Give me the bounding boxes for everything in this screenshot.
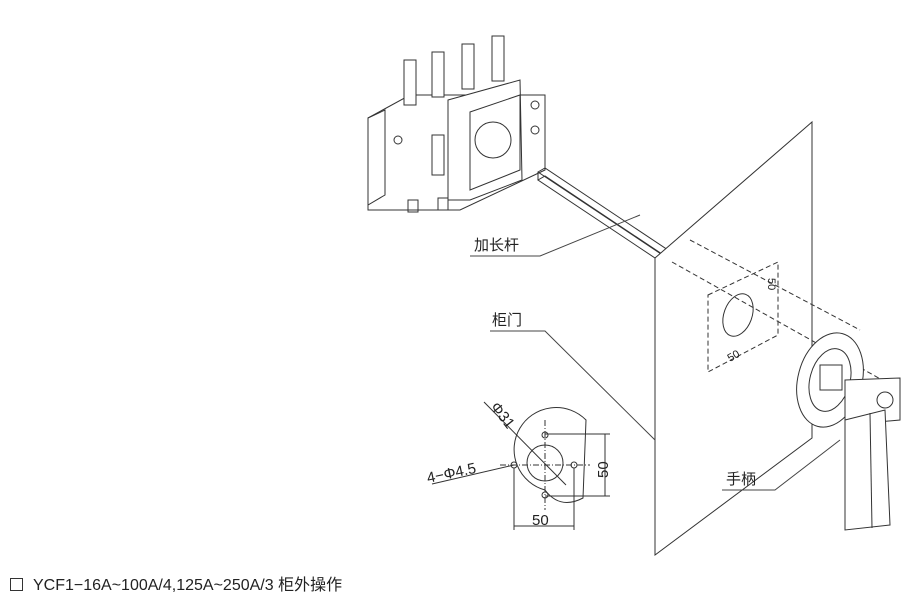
- cabinet-door-label: 柜门: [492, 311, 523, 329]
- panel-width-dimension: 50: [726, 348, 743, 365]
- handle-label: 手柄: [726, 470, 757, 488]
- caption-text: YCF1−16A~100A/4,125A~250A/3 柜外操作: [33, 577, 343, 594]
- caption-marker: [10, 578, 23, 591]
- mounting-hole-drawing: [431, 401, 610, 530]
- figure-caption: YCF1−16A~100A/4,125A~250A/3 柜外操作: [10, 571, 342, 595]
- handle-assembly: [796, 332, 901, 531]
- height-dimension: 50: [595, 461, 612, 478]
- panel-height-dimension: 50: [765, 278, 777, 290]
- leader-lines: [470, 214, 841, 491]
- cabinet-door: [654, 120, 813, 556]
- holes-dimension: 4−Φ4.5: [425, 460, 477, 487]
- switch-body: [367, 35, 546, 213]
- diameter-dimension: Φ31: [487, 399, 518, 432]
- extension-rod-label: 加长杆: [474, 236, 520, 254]
- width-dimension: 50: [532, 512, 549, 529]
